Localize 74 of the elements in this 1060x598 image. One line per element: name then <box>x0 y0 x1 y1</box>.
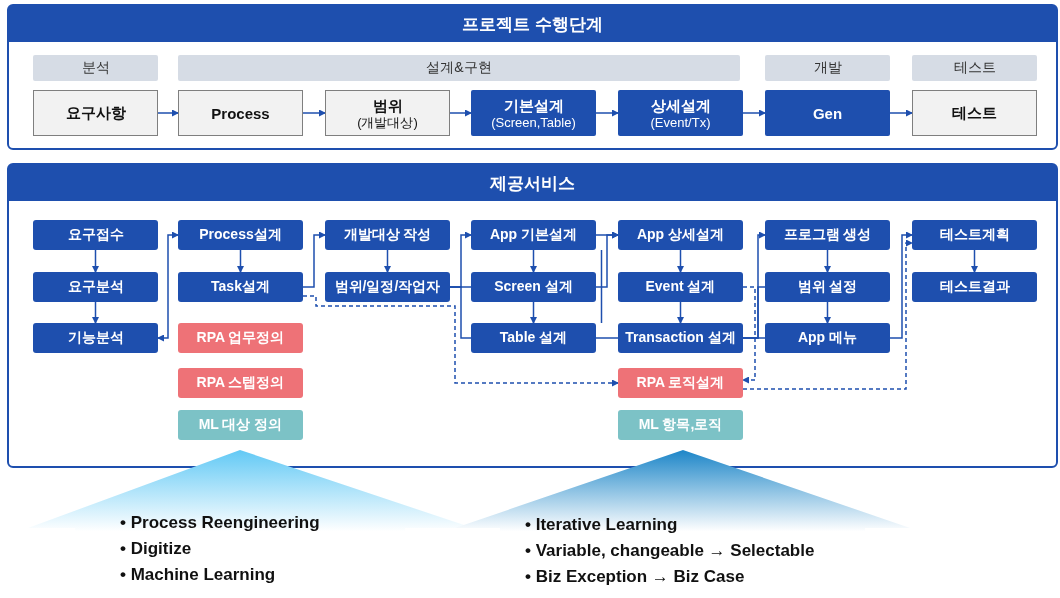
process-box <box>471 90 596 136</box>
panel-header: 프로젝트 수행단계 <box>9 6 1056 42</box>
phase-label: 테스트 <box>912 55 1037 81</box>
process-box <box>325 90 450 136</box>
arrow <box>742 239 913 390</box>
process-box: 요구사항 <box>33 90 158 136</box>
process-box: Gen <box>765 90 890 136</box>
bullet-item: • Digitize <box>120 538 193 560</box>
arrow <box>595 109 619 117</box>
arrow <box>971 249 978 273</box>
box-title: 범위 <box>372 96 403 115</box>
process-box: 요구분석 <box>33 272 158 302</box>
process-box: 테스트결과 <box>912 272 1037 302</box>
process-box: Process <box>178 90 303 136</box>
process-box: RPA 로직설계 <box>618 368 743 398</box>
process-box: Task설계 <box>178 272 303 302</box>
process-box: 요구접수 <box>33 220 158 250</box>
process-box: App 메뉴 <box>765 323 890 353</box>
arrow <box>742 109 766 117</box>
arrow <box>677 301 684 324</box>
phase-label: 설계&구현 <box>178 55 740 81</box>
arrow <box>824 249 831 273</box>
arrow <box>92 249 99 273</box>
process-box: App 기본설계 <box>471 220 596 250</box>
arrow <box>157 231 179 342</box>
process-box: 프로그램 생성 <box>765 220 890 250</box>
arrow <box>530 301 537 324</box>
arrow <box>889 109 913 117</box>
arrow <box>889 231 913 339</box>
box-title: 기본설계 <box>503 96 564 115</box>
arrow <box>157 109 179 117</box>
bullet-item: • Iterative Learning <box>525 514 679 536</box>
arrow <box>302 295 619 387</box>
panel <box>7 4 1058 150</box>
arrow <box>237 249 244 273</box>
arrow <box>742 286 756 384</box>
process-box: Transaction 설계 <box>618 323 743 353</box>
box-subtitle: (Screen,Table) <box>491 114 576 130</box>
bullet-item: • Process Reengineering <box>120 512 320 534</box>
process-box: 범위 설정 <box>765 272 890 302</box>
box-subtitle: (개발대상) <box>357 114 418 130</box>
process-box: Event 설계 <box>618 272 743 302</box>
phase-label: 분석 <box>33 55 158 81</box>
process-box: RPA 스텝정의 <box>178 368 303 398</box>
process-box <box>618 90 743 136</box>
arrow <box>302 109 326 117</box>
arrow <box>449 109 472 117</box>
phase-label: 개발 <box>765 55 890 81</box>
process-box: ML 항목,로직 <box>618 410 743 440</box>
process-box: 개발대상 작성 <box>325 220 450 250</box>
bullet-item: • Variable, changeable → Selectable <box>525 540 815 562</box>
bullet-item: • Biz Exception → Biz Case <box>525 566 746 588</box>
panel-header: 제공서비스 <box>9 165 1056 201</box>
arrow <box>595 231 619 288</box>
box-subtitle: (Event/Tx) <box>650 114 711 130</box>
process-box: RPA 업무정의 <box>178 323 303 353</box>
box-title: 상세설계 <box>650 96 711 115</box>
arrow <box>92 301 99 324</box>
arrow <box>677 249 684 273</box>
bullet-item: • Machine Learning <box>120 564 277 586</box>
arrow <box>824 301 831 324</box>
arrow <box>530 249 537 273</box>
process-box: Table 설계 <box>471 323 596 353</box>
arrow <box>302 231 326 288</box>
process-box: App 상세설계 <box>618 220 743 250</box>
panel <box>7 163 1058 468</box>
arrow <box>384 249 391 273</box>
process-box: ML 대상 정의 <box>178 410 303 440</box>
process-box: 테스트계획 <box>912 220 1037 250</box>
process-box: 테스트 <box>912 90 1037 136</box>
process-box: Process설계 <box>178 220 303 250</box>
process-box: 기능분석 <box>33 323 158 353</box>
process-box: Screen 설계 <box>471 272 596 302</box>
process-box: 범위/일정/작업자 <box>325 272 450 302</box>
